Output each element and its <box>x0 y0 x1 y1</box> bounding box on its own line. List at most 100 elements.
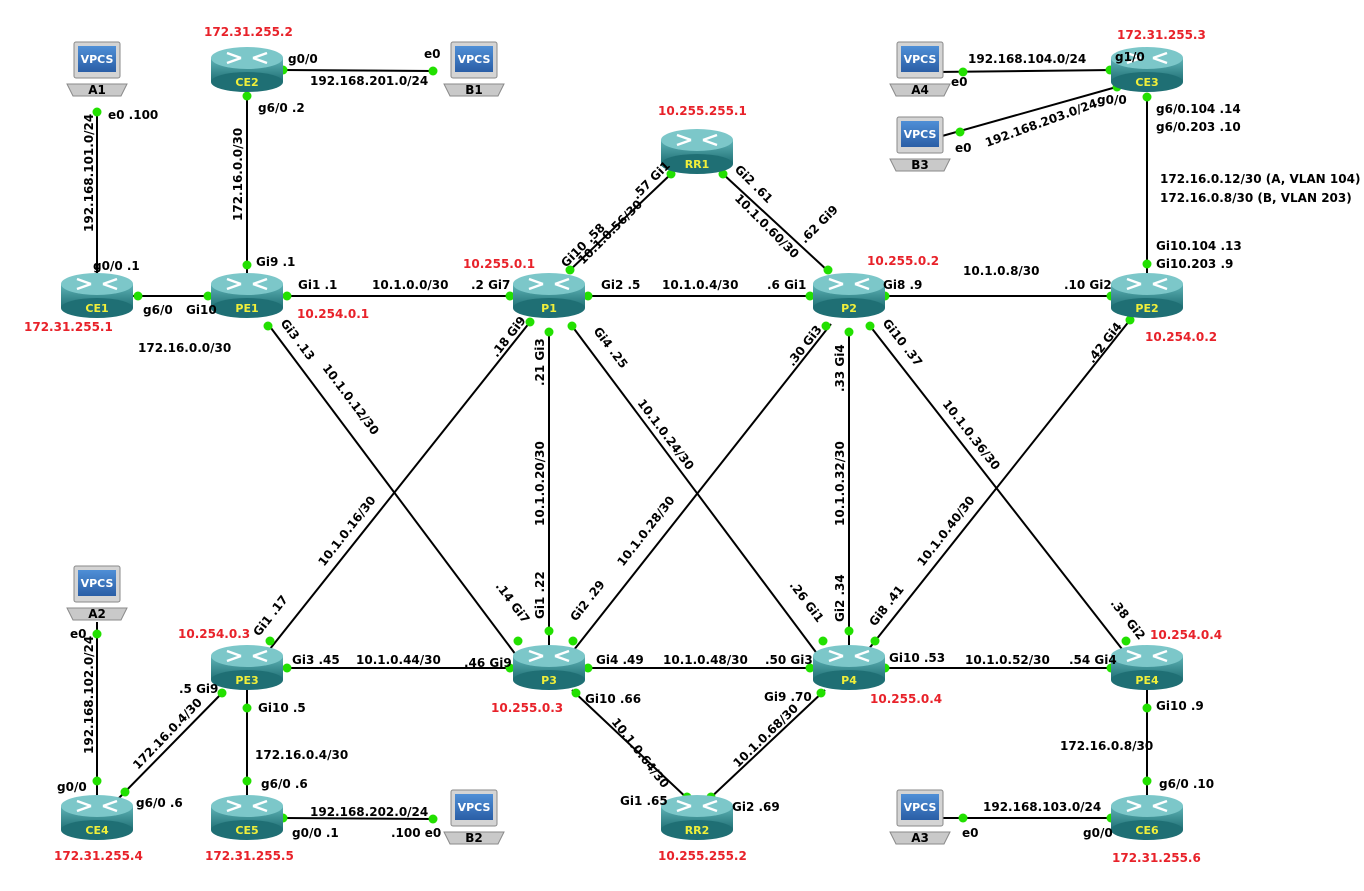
port-dot <box>428 814 438 824</box>
router-ce5[interactable]: CE5 <box>211 795 283 840</box>
host-label: A2 <box>88 607 106 621</box>
router-label: CE1 <box>85 302 108 315</box>
label: g6/0 .2 <box>258 101 305 115</box>
host-b1[interactable]: VPCS B1 <box>443 41 505 97</box>
label: g0/0 .1 <box>292 826 339 840</box>
ip-p4: 10.255.0.4 <box>870 692 942 706</box>
label: .18 Gi9 <box>488 314 528 360</box>
port-dot <box>242 91 252 101</box>
ip-rr1: 10.255.255.1 <box>658 104 747 118</box>
label: 192.168.101.0/24 <box>82 114 96 232</box>
router-label: CE2 <box>235 76 258 89</box>
router-icon <box>211 795 283 840</box>
label: Gi10 .66 <box>585 692 641 706</box>
label: .33 Gi4 <box>833 344 847 392</box>
label: g6/0 .6 <box>261 777 308 791</box>
host-a3[interactable]: VPCS A3 <box>889 789 951 845</box>
label: 10.1.0.20/30 <box>533 441 547 526</box>
port-dot <box>666 169 676 179</box>
label: Gi10 .53 <box>889 651 945 665</box>
router-ce2[interactable]: CE2 <box>211 47 283 92</box>
port-dot <box>428 66 438 76</box>
host-b2[interactable]: VPCS B2 <box>443 789 505 845</box>
port-dot <box>282 291 292 301</box>
label: Gi9 .70 <box>764 690 812 704</box>
router-ce1[interactable]: CE1 <box>61 273 133 318</box>
router-rr2[interactable]: RR2 <box>661 795 733 840</box>
port-dot <box>242 703 252 713</box>
label: .38 Gi2 <box>1108 596 1148 642</box>
label: g0/0 <box>1097 93 1127 107</box>
link-p1-p4 <box>571 325 831 672</box>
port-dot <box>242 776 252 786</box>
label: .30 Gi3 <box>784 323 824 369</box>
host-label: A3 <box>911 831 929 845</box>
router-p2[interactable]: P2 <box>813 273 885 318</box>
label: 10.1.0.32/30 <box>833 441 847 526</box>
label: Gi10 <box>186 303 217 317</box>
host-a2[interactable]: VPCS A2 <box>66 565 128 621</box>
port-dot <box>844 327 854 337</box>
link-p2-p3 <box>565 323 832 661</box>
port-dot <box>263 321 273 331</box>
label: Gi8 .41 <box>866 583 906 629</box>
link-p4-rr2 <box>706 689 826 802</box>
router-label: CE6 <box>1135 824 1159 837</box>
ip-pe4: 10.254.0.4 <box>1150 628 1222 642</box>
router-rr1[interactable]: RR1 <box>661 129 733 174</box>
port-dots <box>92 65 1152 824</box>
router-ce4[interactable]: CE4 <box>61 795 133 840</box>
label: 172.16.0.12/30 (A, VLAN 104) <box>1160 172 1360 186</box>
router-icon <box>211 645 283 690</box>
router-icon <box>661 129 733 174</box>
label: 172.16.0.4/30 <box>255 748 348 762</box>
label: 10.1.0.4/30 <box>662 278 739 292</box>
router-pe1[interactable]: PE1 <box>211 273 283 318</box>
label: g0/0 <box>57 780 87 794</box>
port-dot <box>805 291 815 301</box>
host-b3[interactable]: VPCS B3 <box>889 116 951 172</box>
label: Gi10 .9 <box>1156 699 1204 713</box>
label: 10.1.0.64/30 <box>609 715 672 790</box>
port-dot <box>568 636 578 646</box>
host-a1[interactable]: VPCS A1 <box>66 41 128 97</box>
router-icon <box>1111 47 1183 92</box>
router-ce6[interactable]: CE6 <box>1111 795 1183 840</box>
label: Gi8 .9 <box>883 278 922 292</box>
label: g0/0 <box>1083 826 1113 840</box>
label: Gi10.104 .13 <box>1156 239 1242 253</box>
label: 10.1.0.48/30 <box>663 653 748 667</box>
router-pe2[interactable]: PE2 <box>1111 273 1183 318</box>
label: .5 Gi9 <box>179 682 218 696</box>
computer-icon <box>889 789 951 845</box>
router-p1[interactable]: P1 <box>513 273 585 318</box>
router-pe3[interactable]: PE3 <box>211 645 283 690</box>
label: 172.16.0.0/30 <box>138 341 231 355</box>
port-dot <box>870 636 880 646</box>
port-dot <box>821 321 831 331</box>
label: g0/0 <box>288 52 318 66</box>
router-label: P3 <box>541 674 557 687</box>
label: Gi4 .49 <box>596 653 644 667</box>
router-icon <box>513 273 585 318</box>
port-dot <box>92 107 102 117</box>
port-dot <box>567 321 577 331</box>
router-p4[interactable]: P4 <box>813 645 885 690</box>
label: .2 Gi7 <box>471 278 510 292</box>
host-label: A1 <box>88 83 106 97</box>
port-dot <box>133 291 143 301</box>
ip-ce4: 172.31.255.4 <box>54 849 143 863</box>
port-dot <box>265 636 275 646</box>
label: Gi1 .22 <box>533 571 547 619</box>
router-ce3[interactable]: CE3 <box>1111 47 1183 92</box>
router-p3[interactable]: P3 <box>513 645 585 690</box>
computer-icon <box>889 41 951 97</box>
ip-ce6: 172.31.255.6 <box>1112 851 1201 865</box>
label: e0 <box>951 75 968 89</box>
label: e0 .100 <box>108 108 158 122</box>
router-pe4[interactable]: PE4 <box>1111 645 1183 690</box>
label: g6/0 .10 <box>1159 777 1214 791</box>
router-label: CE3 <box>1135 76 1158 89</box>
label: Gi1 .1 <box>298 278 337 292</box>
host-a4[interactable]: VPCS A4 <box>889 41 951 97</box>
